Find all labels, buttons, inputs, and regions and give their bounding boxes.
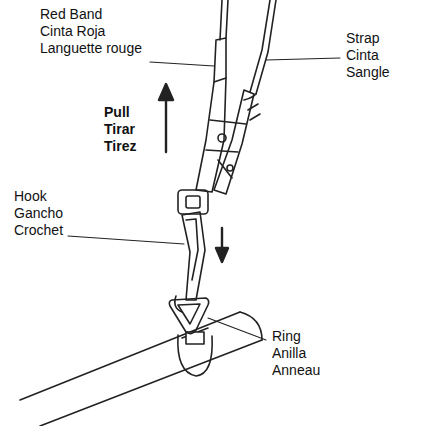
part-label: Strap — [346, 30, 379, 47]
tube-clamp — [178, 328, 212, 376]
action-label: Pull — [104, 104, 130, 121]
part-label: Sangle — [346, 64, 390, 81]
part-label: Red Band — [40, 6, 102, 23]
down-arrow — [216, 228, 228, 262]
part-label: Ring — [272, 328, 301, 345]
leader-lines — [68, 58, 340, 340]
action-label: Tirez — [104, 138, 136, 155]
part-label: Cinta Roja — [40, 23, 105, 40]
part-label: Crochet — [14, 222, 63, 239]
pull-arrow — [159, 84, 173, 152]
part-label: Cinta — [346, 47, 379, 64]
ratchet-buckle — [196, 78, 254, 194]
red-band — [214, 0, 228, 82]
tube — [20, 312, 262, 426]
part-label: Languette rouge — [40, 40, 142, 57]
part-label: Hook — [14, 188, 47, 205]
part-label: Anneau — [272, 362, 320, 379]
action-label: Tirar — [104, 121, 135, 138]
part-label: Gancho — [14, 205, 63, 222]
part-label: Anilla — [272, 345, 306, 362]
swivel-link — [178, 190, 208, 214]
hook — [175, 212, 205, 312]
